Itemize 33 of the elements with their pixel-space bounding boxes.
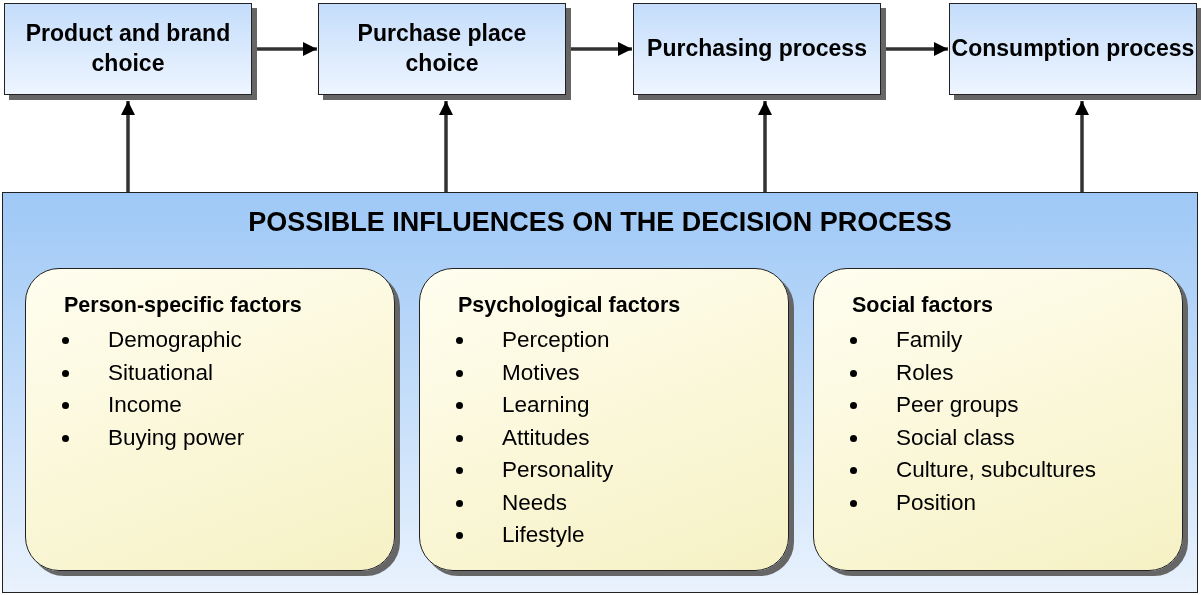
list-item: Learning bbox=[456, 389, 590, 422]
list-item: Peer groups bbox=[850, 389, 1019, 422]
list-item: Demographic bbox=[62, 324, 242, 357]
arrow bbox=[1075, 101, 1089, 192]
list-item: Attitudes bbox=[456, 421, 590, 454]
arrow bbox=[121, 101, 135, 192]
list-item: Family bbox=[850, 324, 963, 357]
list-item: Needs bbox=[456, 486, 568, 519]
list-item: Motives bbox=[456, 356, 580, 389]
list-item: Perception bbox=[456, 324, 610, 357]
arrow bbox=[886, 42, 948, 56]
list-item: Social class bbox=[850, 421, 1015, 454]
box-label: Purchasing process bbox=[647, 34, 867, 64]
box-label: Consumption process bbox=[951, 34, 1195, 64]
arrow bbox=[758, 101, 772, 192]
card-heading: Person-specific factors bbox=[64, 293, 303, 318]
list-item: Income bbox=[62, 389, 182, 422]
list-item: Situational bbox=[62, 356, 214, 389]
arrow bbox=[439, 101, 453, 192]
list-item: Buying power bbox=[62, 421, 245, 454]
list-item: Position bbox=[850, 486, 977, 519]
box-label: Purchase place choice bbox=[356, 19, 528, 78]
list-item: Lifestyle bbox=[456, 519, 585, 552]
influence-panel bbox=[2, 192, 1198, 593]
card-heading: Social factors bbox=[852, 293, 994, 318]
list-item: Roles bbox=[850, 356, 954, 389]
list-item: Personality bbox=[456, 454, 614, 487]
arrow bbox=[257, 42, 317, 56]
list-item: Culture, subcultures bbox=[850, 454, 1097, 487]
panel-title: POSSIBLE INFLUENCES ON THE DECISION PROCESS bbox=[248, 207, 952, 238]
card-heading: Psychological factors bbox=[458, 293, 682, 318]
box-label: Product and brand choice bbox=[24, 19, 232, 78]
arrow bbox=[571, 42, 632, 56]
